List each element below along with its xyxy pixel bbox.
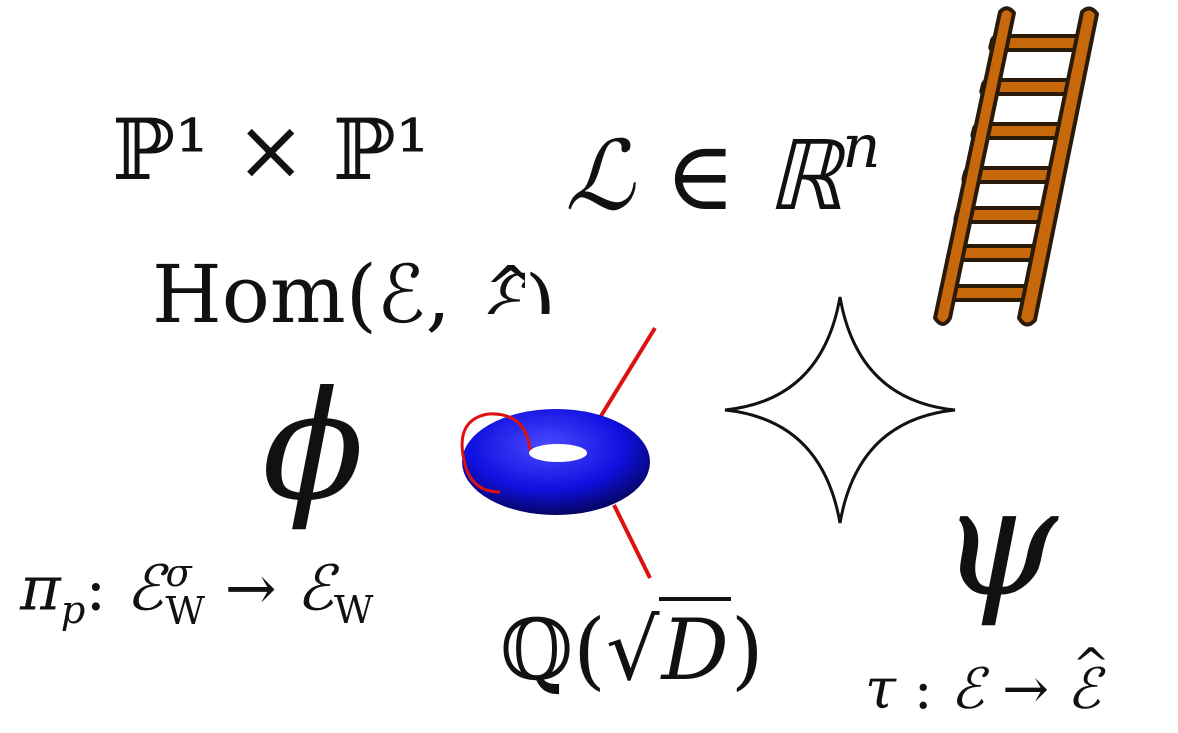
formula-l-in-rn: ℒ ∈ ℝn — [565, 118, 881, 224]
formula-q-close: ) — [730, 601, 764, 699]
formula-hom-text: Hom(ℰ, — [152, 248, 477, 341]
astroid-icon — [724, 296, 956, 524]
formula-tau-colon: : — [895, 657, 951, 722]
formula-tau-source: ℰ — [950, 657, 985, 722]
formula-pi-source: ℰ — [125, 551, 164, 625]
formula-hom-hat: ^ — [483, 264, 525, 315]
formula-q-open: ℚ( — [500, 601, 606, 699]
ladder-icon — [933, 6, 1099, 327]
formula-hom-cutoff: ℰ^ — [476, 265, 524, 315]
formula-pi-target-subscript: W — [333, 587, 374, 633]
formula-tau-target: ℰ^ — [1067, 642, 1110, 718]
formula-hom-cutoff-glyph: ℰ — [476, 264, 525, 315]
formula-hom-close: ) — [524, 264, 556, 315]
formula-tau-arrow: → — [984, 657, 1067, 722]
formula-pi-symbol: π — [20, 551, 61, 625]
formula-pi-subscript: p — [60, 587, 86, 633]
formula-p1-times-p1: ℙ¹ × ℙ¹ — [112, 101, 430, 199]
formula-psi: ψ — [940, 456, 1058, 630]
formula-pi-target: ℰ — [296, 551, 334, 625]
formula-pi-source-subscript: W — [165, 589, 206, 635]
formula-pi-colon: : — [85, 551, 107, 625]
torus-icon — [460, 326, 657, 579]
formula-tau-map: τ : ℰ → ℰ^ — [865, 642, 1110, 718]
formula-pi-arrow: → — [224, 551, 277, 625]
formula-q-radical: √ — [605, 601, 660, 699]
formula-phi: ϕ — [262, 360, 365, 534]
formula-q-sqrt-d: ℚ(√D) — [500, 597, 764, 699]
formula-tau-target-glyph: ℰ — [1066, 657, 1101, 722]
formula-hom: Hom(ℰ, ℰ^) — [152, 255, 556, 335]
formula-tau-symbol: τ — [865, 657, 896, 722]
formula-l-in-rn-exponent: n — [842, 113, 881, 183]
formula-tau-hat: ^ — [1072, 638, 1110, 692]
formula-pi-superscript: σ — [165, 551, 192, 596]
formula-l-in-rn-base: ℒ ∈ ℝ — [565, 120, 843, 232]
formula-q-radicand: D — [659, 597, 731, 699]
